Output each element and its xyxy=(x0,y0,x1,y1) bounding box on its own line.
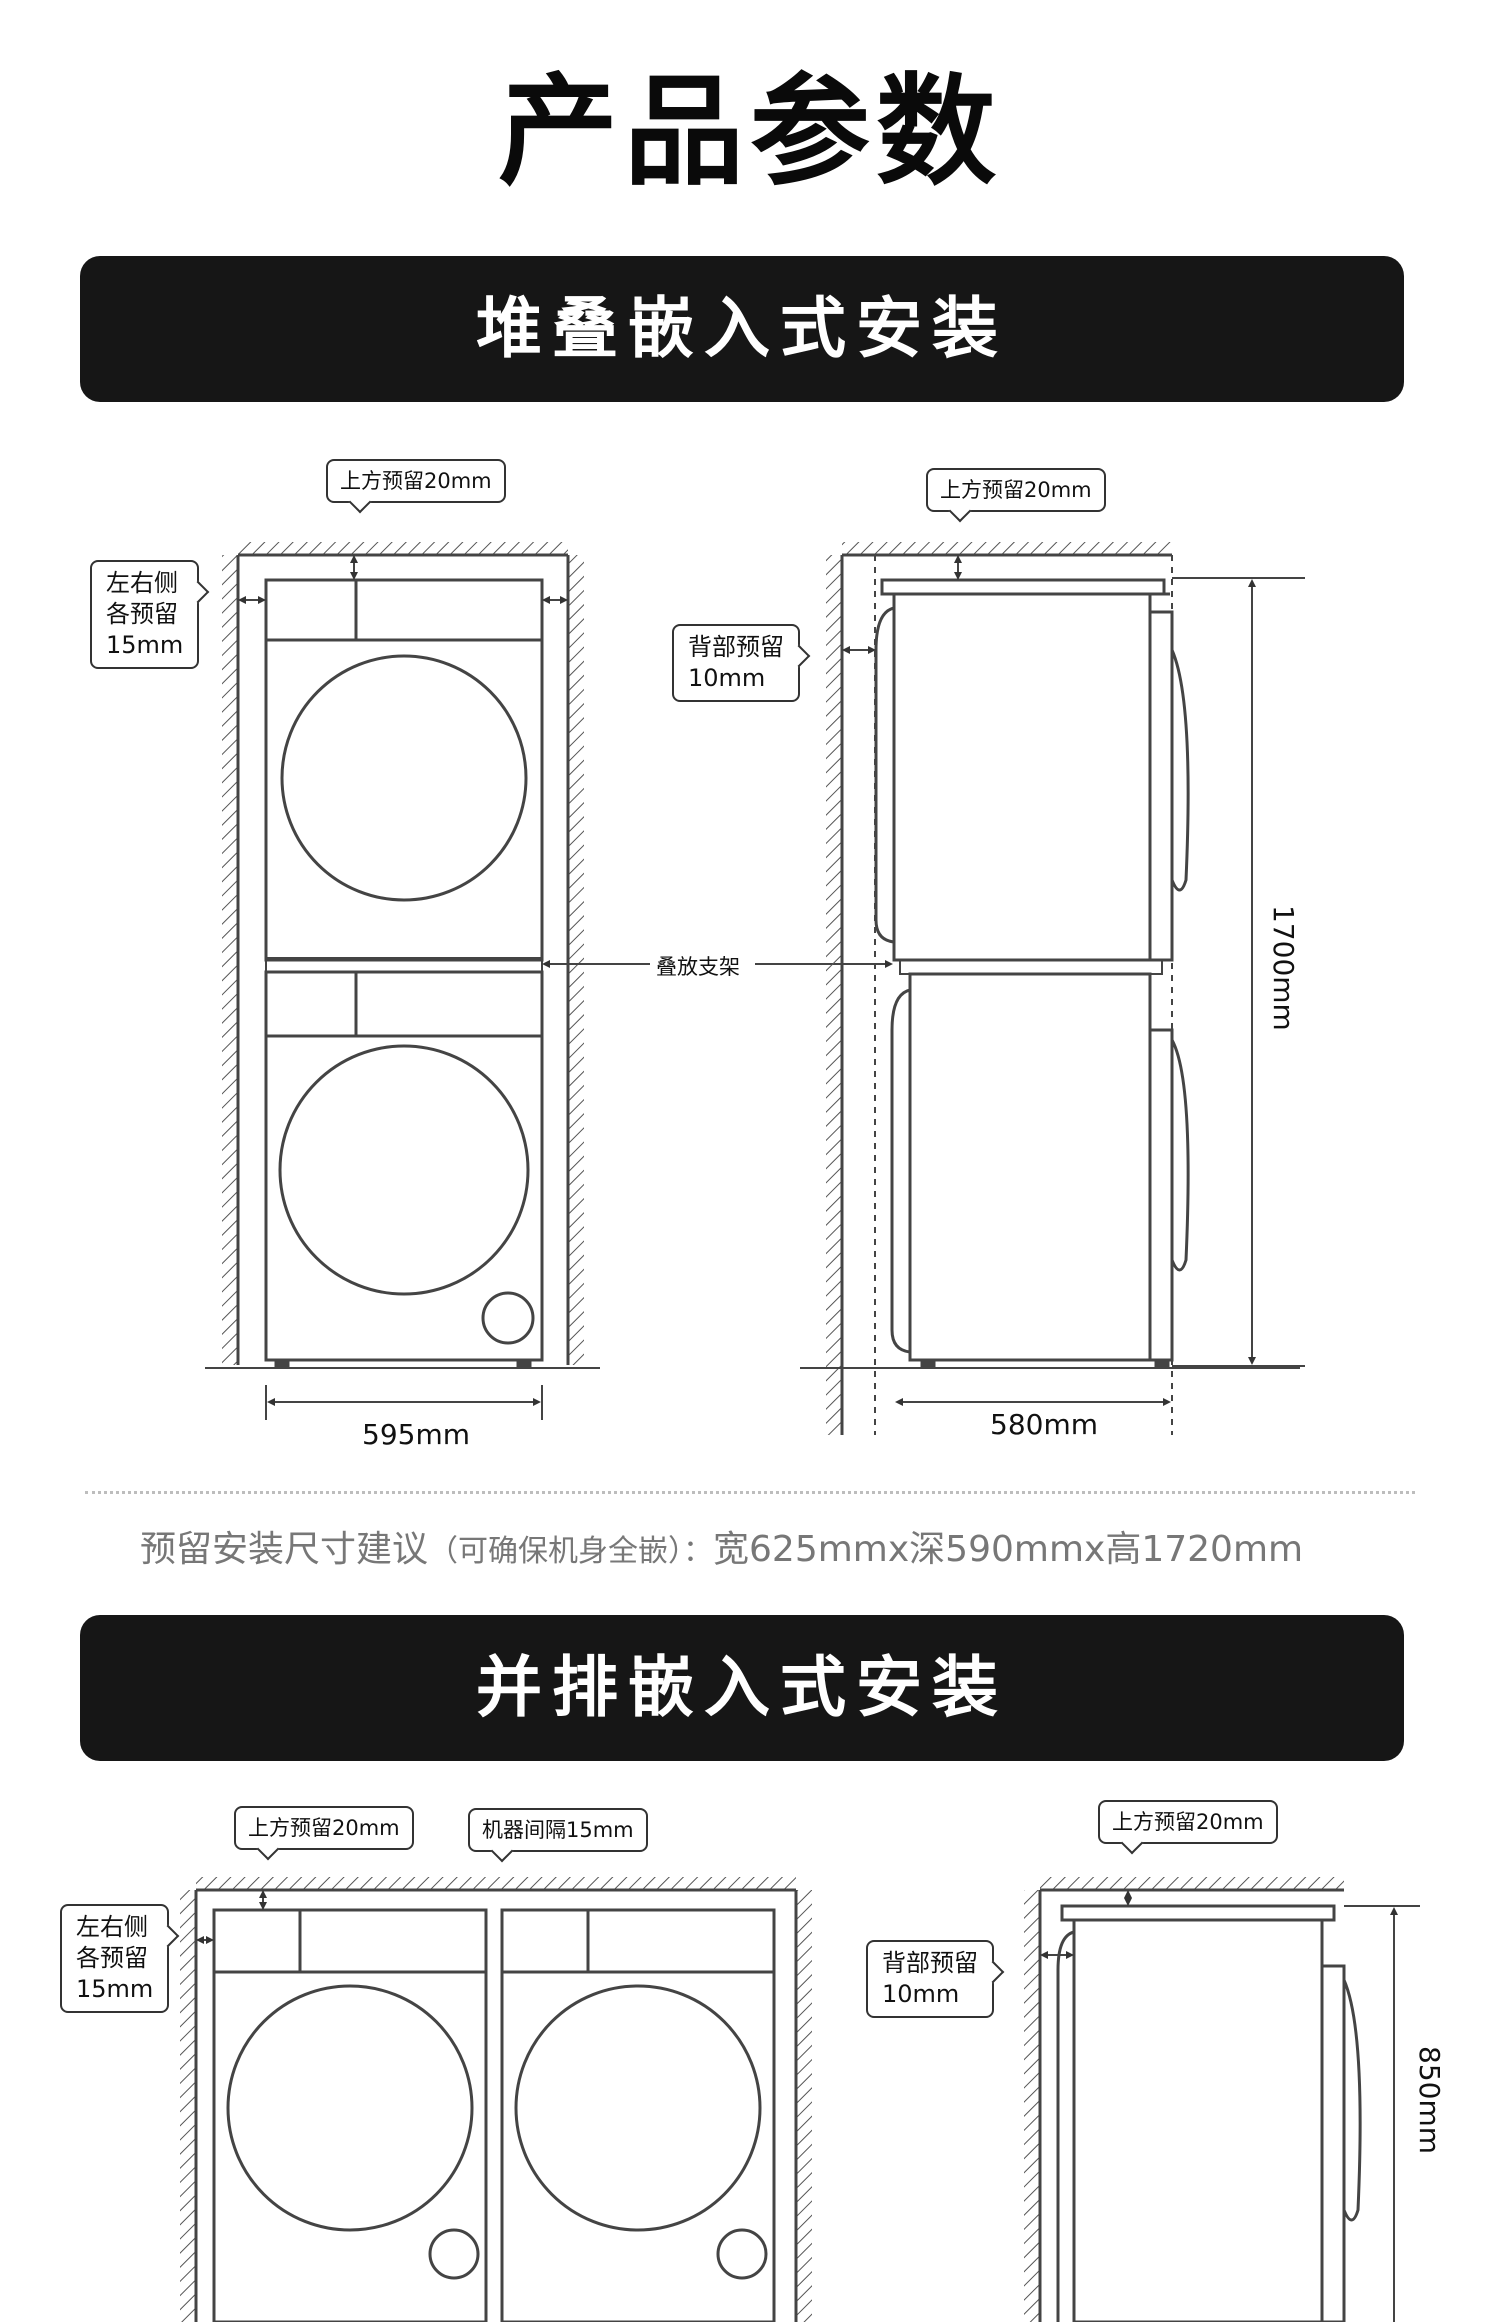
sbs-top-gap-callout: 上方预留20mm xyxy=(234,1806,414,1861)
side-by-side-front-view xyxy=(180,1877,812,2322)
sbs-back-gap-line-2: 10mm xyxy=(882,1980,960,2008)
sbs-side-gap-line-1: 左右侧 xyxy=(76,1913,148,1941)
side-gap-line-1: 左右侧 xyxy=(106,569,178,597)
side-by-side-install-banner: 并排嵌入式安装 xyxy=(80,1615,1404,1761)
stacked-install-banner: 堆叠嵌入式安装 xyxy=(80,256,1404,402)
side-gap-callout: 左右侧 各预留 15mm xyxy=(90,560,210,669)
height-dimension-label: 1700mm xyxy=(1267,905,1300,1031)
sbs-side-top-gap-label: 上方预留20mm xyxy=(1112,1810,1264,1834)
suggestion-note: （可确保机身全嵌）： xyxy=(428,1534,714,1569)
top-gap-label: 上方预留20mm xyxy=(340,469,492,493)
back-gap-callout: 背部预留 10mm xyxy=(672,624,811,702)
side-by-side-side-view xyxy=(1024,1877,1420,2322)
section-divider xyxy=(85,1491,1415,1494)
side-top-gap-callout: 上方预留20mm xyxy=(926,468,1106,523)
sbs-spacing-callout: 机器间隔15mm xyxy=(468,1808,648,1863)
sbs-spacing-label: 机器间隔15mm xyxy=(482,1818,634,1842)
suggestion-dimensions: 宽625mmx深590mmx高1720mm xyxy=(713,1529,1304,1570)
sbs-side-top-gap-callout: 上方预留20mm xyxy=(1098,1800,1278,1855)
install-size-suggestion: 预留安装尺寸建议（可确保机身全嵌）：宽625mmx深590mmx高1720mm xyxy=(140,1520,1303,1572)
stacked-side-view xyxy=(800,542,1305,1435)
sbs-side-gap-line-2: 各预留 xyxy=(76,1944,148,1972)
top-gap-callout: 上方预留20mm xyxy=(326,459,506,514)
sbs-top-gap-label: 上方预留20mm xyxy=(248,1816,400,1840)
sbs-side-gap-line-3: 15mm xyxy=(76,1975,154,2003)
sbs-back-gap-callout: 背部预留 10mm xyxy=(866,1940,1005,2018)
sbs-back-gap-line-1: 背部预留 xyxy=(882,1949,978,1977)
back-gap-line-1: 背部预留 xyxy=(688,633,784,661)
suggestion-prefix: 预留安装尺寸建议 xyxy=(140,1529,429,1570)
depth-dimension-label: 580mm xyxy=(990,1408,1098,1441)
stacking-rack-label: 叠放支架 xyxy=(650,951,746,981)
sbs-side-gap-callout: 左右侧 各预留 15mm xyxy=(60,1904,180,2013)
stacked-front-view xyxy=(205,542,600,1420)
side-gap-line-3: 15mm xyxy=(106,631,184,659)
page-title: 产品参数 xyxy=(498,63,1002,202)
side-gap-line-2: 各预留 xyxy=(106,600,178,628)
width-dimension-label: 595mm xyxy=(362,1418,470,1451)
sbs-height-dimension-label: 850mm xyxy=(1413,2046,1446,2154)
back-gap-line-2: 10mm xyxy=(688,664,766,692)
side-top-gap-label: 上方预留20mm xyxy=(940,478,1092,502)
